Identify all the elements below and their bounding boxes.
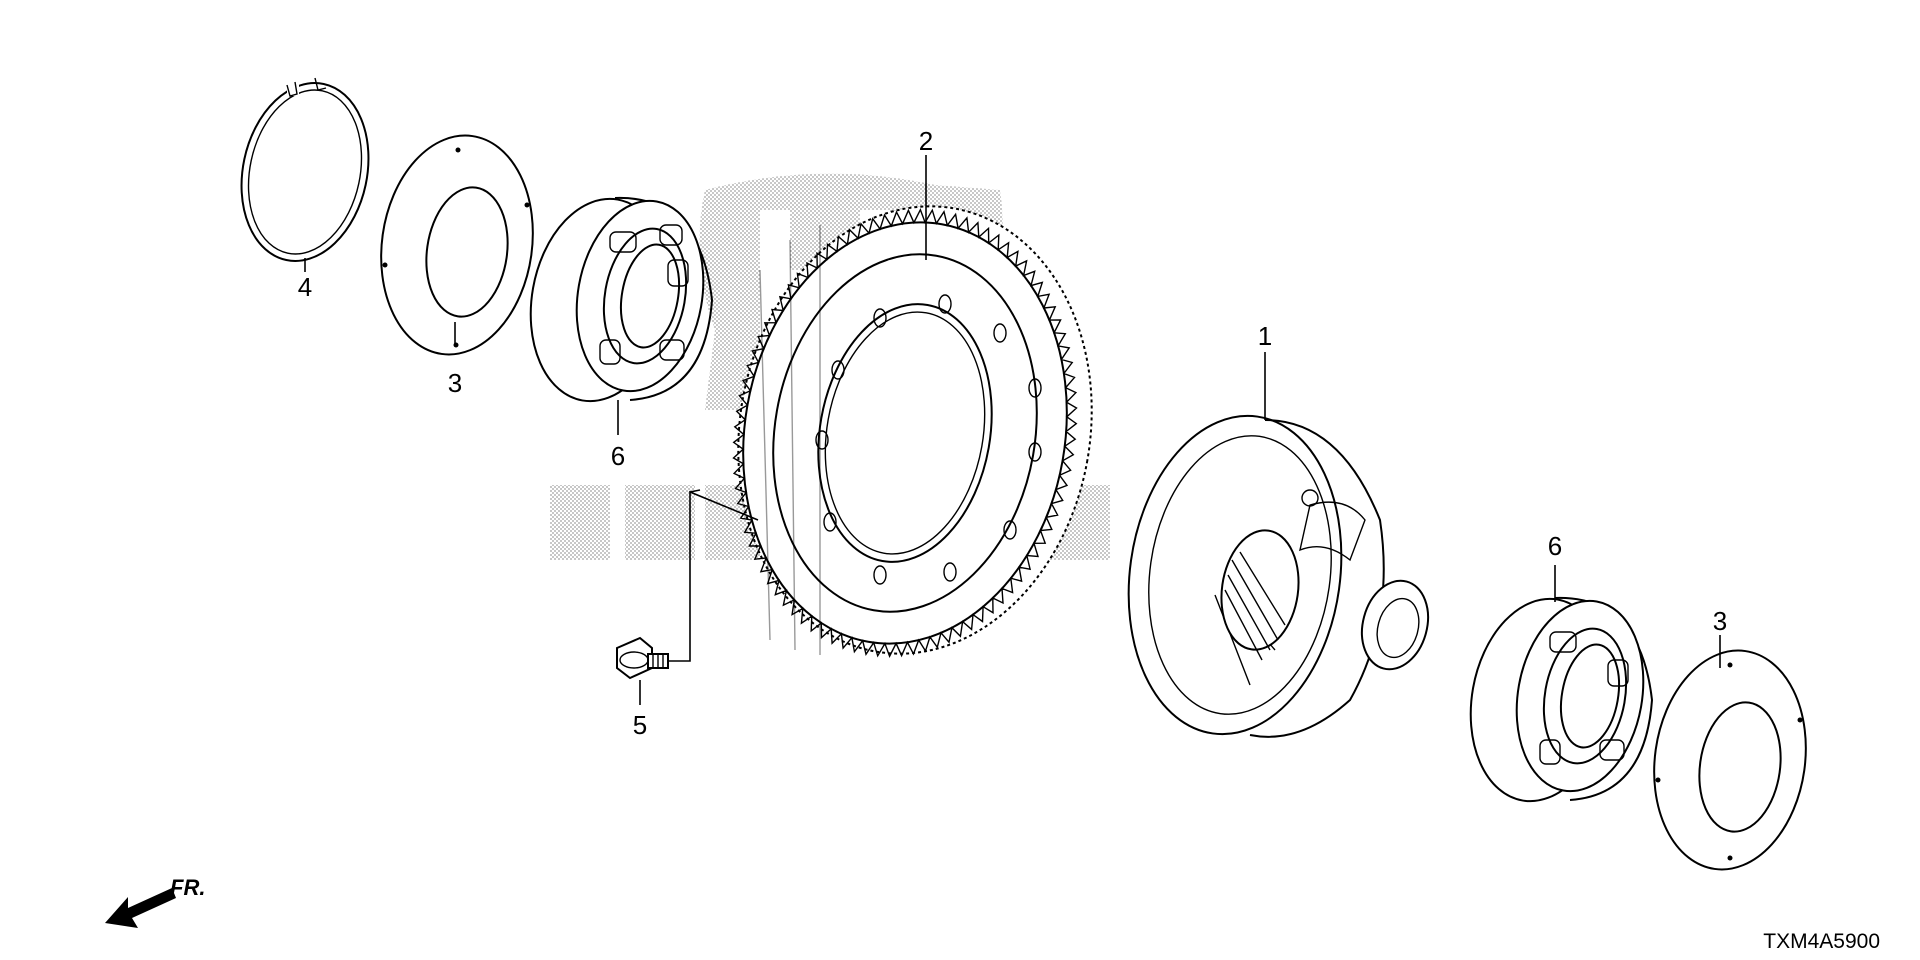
drawing-code: TXM4A5900 bbox=[1763, 930, 1880, 953]
differential-case bbox=[1127, 414, 1430, 738]
bearing-right bbox=[1469, 596, 1654, 803]
callouts: 1 2 3 3 4 5 6 6 bbox=[298, 126, 1727, 740]
thrust-shim-right bbox=[1653, 649, 1807, 871]
gear-teeth bbox=[732, 207, 1078, 659]
callout-3-right: 3 bbox=[1713, 606, 1727, 636]
direction-label: FR. bbox=[170, 875, 205, 900]
flange-bolt bbox=[616, 636, 669, 680]
snap-ring-part bbox=[240, 77, 370, 262]
callout-2: 2 bbox=[919, 126, 933, 156]
thrust-shim-left bbox=[380, 134, 534, 356]
front-direction-arrow: FR. bbox=[105, 875, 205, 928]
bearing-left bbox=[529, 196, 714, 403]
callout-1: 1 bbox=[1258, 321, 1272, 351]
callout-5: 5 bbox=[633, 710, 647, 740]
callout-6-left: 6 bbox=[611, 441, 625, 471]
callout-4: 4 bbox=[298, 272, 312, 302]
arrow-left-icon bbox=[105, 888, 176, 928]
callout-6-right: 6 bbox=[1548, 531, 1562, 561]
callout-3-left: 3 bbox=[448, 368, 462, 398]
final-driven-gear bbox=[732, 205, 1093, 659]
leader-lines bbox=[304, 155, 1721, 705]
